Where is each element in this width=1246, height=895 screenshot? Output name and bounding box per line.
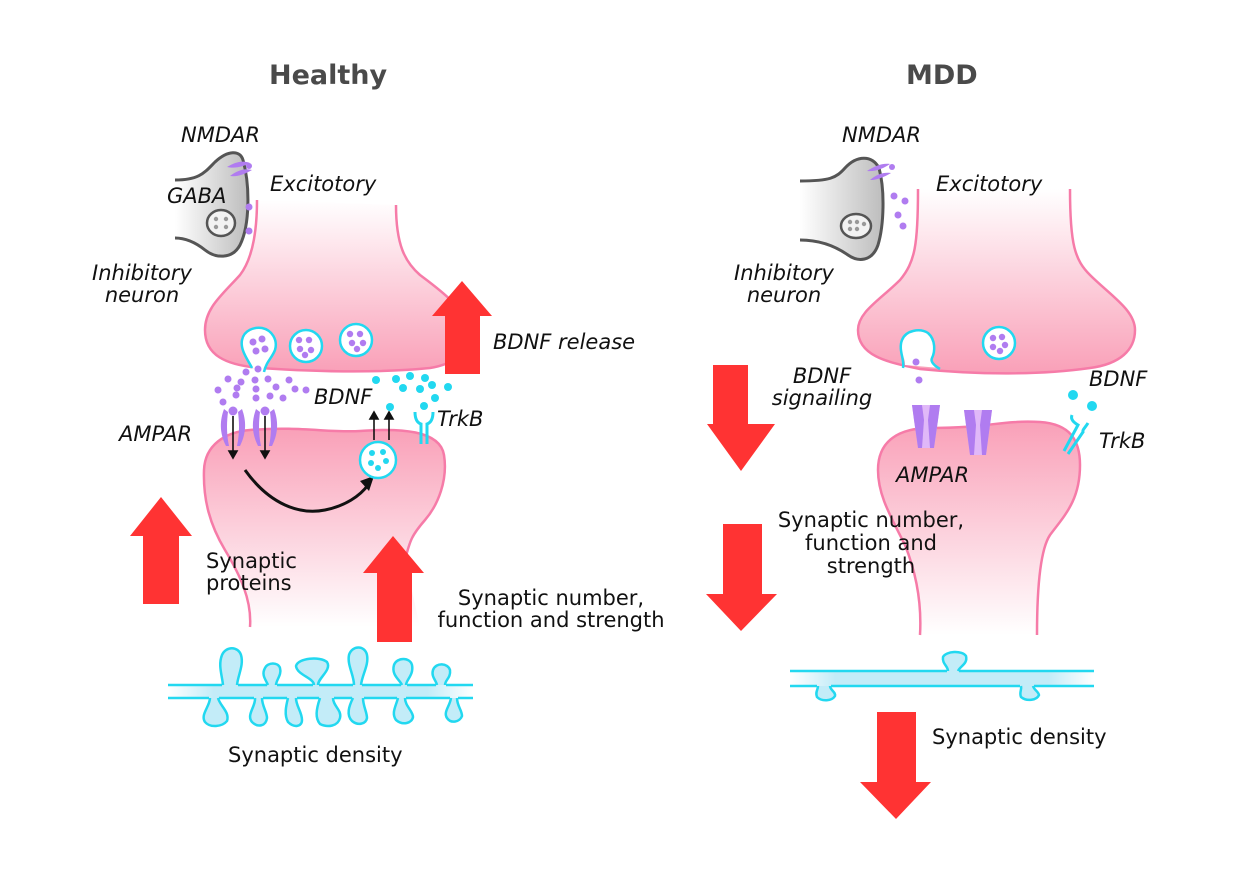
presynaptic-terminal: [856, 188, 1137, 375]
bdnf-release-label: BDNF release: [493, 330, 636, 354]
bdnf-signalling-down-arrow: [707, 365, 775, 471]
synaptic-density-label: Synaptic density: [228, 743, 403, 767]
healthy-panel: [130, 151, 492, 728]
bdnf-release-up-arrow: [432, 281, 492, 374]
synaptic-number-line2: function and: [805, 531, 937, 556]
gaba-label: GABA: [167, 184, 227, 208]
healthy-panel-title: Healthy: [269, 60, 388, 91]
synaptic-density-down-arrow: [860, 712, 931, 819]
nmdar-receptor: [867, 163, 895, 180]
glutamate-vesicles: [899, 325, 1017, 384]
inhibitory-neuron-label: Inhibitory neuron: [725, 262, 843, 306]
synaptic-number-line3: strength: [826, 554, 916, 579]
bdnf-signalling-line1: BDNF: [792, 364, 852, 388]
glutamate-vesicles: [240, 322, 374, 373]
dendrite-mdd: [790, 650, 1094, 702]
postsynaptic-spine: [876, 420, 1082, 636]
presynaptic-terminal: [203, 199, 470, 373]
synaptic-number-line2: function and strength: [437, 608, 665, 633]
synaptic-number-label: Synaptic number, function and strength: [420, 587, 682, 631]
excitatory-label: Excitotory: [270, 172, 377, 196]
synaptic-proteins-up-arrow: [130, 497, 192, 604]
synaptic-number-line1: Synaptic number,: [777, 508, 965, 532]
nmdar-receptor: [227, 161, 252, 177]
trkb-label: TrkB: [1099, 429, 1146, 453]
gaba-vesicle: [205, 208, 237, 238]
bdnf-signalling-line2: signailing: [771, 386, 873, 411]
inhibitory-neuron: [174, 151, 253, 258]
gaba-molecules: [890, 192, 909, 230]
synaptic-density-label: Synaptic density: [932, 725, 1107, 749]
nmdar-label: NMDAR: [842, 123, 921, 147]
inhibitory-neuron-label-line1: Inhibitory: [734, 261, 834, 285]
synaptic-number-up-arrow: [363, 536, 424, 642]
excitatory-label: Excitotory: [936, 172, 1043, 196]
ampar-label: AMPAR: [896, 463, 970, 487]
inhibitory-neuron-label-line1: Inhibitory: [92, 261, 192, 285]
dendrite-healthy: [168, 646, 473, 728]
bdnf-molecules: [1068, 390, 1097, 411]
released-glutamate: [214, 365, 310, 406]
bdnf-label: BDNF: [1089, 367, 1148, 391]
inhibitory-neuron: [799, 156, 909, 261]
inhibitory-neuron-label-line2: neuron: [746, 283, 822, 308]
bdnf-vesicle: [358, 410, 398, 480]
gaba-molecule: [245, 203, 253, 211]
ampar-receptor: [912, 405, 992, 455]
signaling-curve-arrow: [243, 469, 374, 513]
ampar-influx-arrows: [227, 416, 271, 460]
mdd-panel-title: MDD: [906, 60, 978, 91]
ampar-label: AMPAR: [119, 422, 193, 446]
trkb-receptor: [1062, 414, 1090, 455]
trkb-label: TrkB: [437, 407, 484, 431]
inhibitory-neuron-label: Inhibitory neuron: [83, 262, 201, 306]
mdd-panel: [706, 156, 1137, 819]
synaptic-proteins-label: Synaptic proteins: [206, 550, 297, 594]
released-bdnf: [372, 372, 452, 411]
synaptic-number-down-arrow: [706, 524, 777, 631]
inhibitory-neuron-label-line2: neuron: [104, 283, 180, 308]
synaptic-proteins-line2: proteins: [206, 571, 292, 596]
gaba-vesicle: [839, 212, 873, 240]
nmdar-label: NMDAR: [181, 123, 260, 147]
synaptic-number-line1: Synaptic number,: [457, 586, 645, 610]
ampar-receptor: [220, 406, 278, 446]
synaptic-number-label: Synaptic number, function and strength: [766, 508, 976, 579]
synaptic-proteins-line1: Synaptic: [206, 549, 297, 573]
bdnf-label: BDNF: [314, 385, 373, 409]
gaba-molecule: [245, 227, 253, 235]
bdnf-signalling-label: BDNF signailing: [762, 365, 882, 409]
trkb-receptor: [413, 411, 435, 444]
